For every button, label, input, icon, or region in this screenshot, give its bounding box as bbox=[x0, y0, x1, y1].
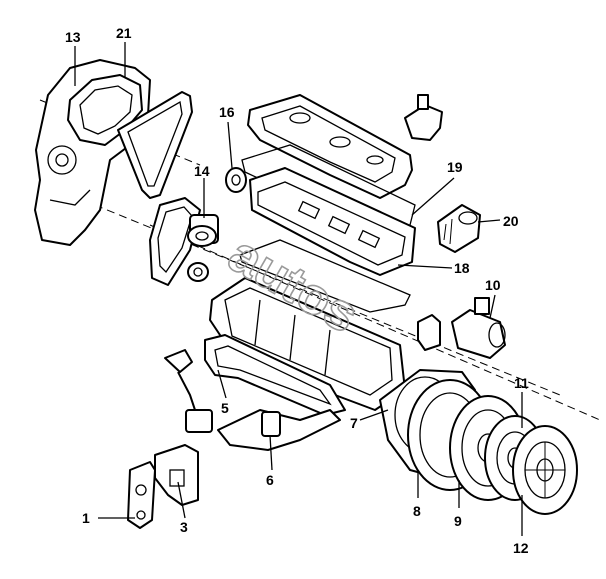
callout-21: 21 bbox=[116, 25, 132, 41]
pressure-plate-part bbox=[512, 425, 578, 515]
mount-bracket-part bbox=[154, 444, 199, 506]
callout-9: 9 bbox=[454, 513, 462, 529]
callout-13: 13 bbox=[65, 29, 81, 45]
oil-filter-part bbox=[437, 204, 481, 253]
callout-12: 12 bbox=[513, 540, 529, 556]
callout-3: 3 bbox=[180, 519, 188, 535]
dipstick-sensor-part bbox=[164, 349, 213, 433]
valve-cover-part bbox=[247, 94, 413, 199]
callout-16: 16 bbox=[219, 104, 235, 120]
idler-roller-part bbox=[187, 262, 209, 282]
callout-labels: 1 3 5 6 7 8 9 10 11 12 13 14 16 18 19 20… bbox=[65, 25, 529, 556]
cylinder-block-part bbox=[209, 277, 406, 411]
leader-lines bbox=[74, 42, 523, 536]
callout-11: 11 bbox=[514, 375, 529, 391]
timing-belt-part bbox=[117, 91, 193, 199]
callout-14: 14 bbox=[194, 163, 210, 179]
callout-1: 1 bbox=[82, 510, 90, 526]
callout-10: 10 bbox=[485, 277, 501, 293]
mount-plate-part bbox=[127, 461, 156, 529]
lower-belt-part bbox=[149, 197, 201, 286]
starter-motor-part bbox=[451, 297, 506, 359]
cylinder-head-part bbox=[249, 167, 416, 276]
distributor-cap-part bbox=[404, 94, 443, 141]
callout-20: 20 bbox=[503, 213, 519, 229]
engine-mount-part bbox=[217, 409, 341, 451]
head-gasket-part bbox=[239, 239, 411, 313]
callout-6: 6 bbox=[266, 472, 274, 488]
callout-19: 19 bbox=[447, 159, 463, 175]
callout-18: 18 bbox=[454, 260, 470, 276]
callout-8: 8 bbox=[413, 503, 421, 519]
callout-7: 7 bbox=[350, 415, 358, 431]
tensioner-pulley-part bbox=[187, 214, 219, 247]
camshaft-seal-part bbox=[225, 167, 247, 193]
auxiliary-bracket-part bbox=[417, 314, 441, 351]
callout-5: 5 bbox=[221, 400, 229, 416]
